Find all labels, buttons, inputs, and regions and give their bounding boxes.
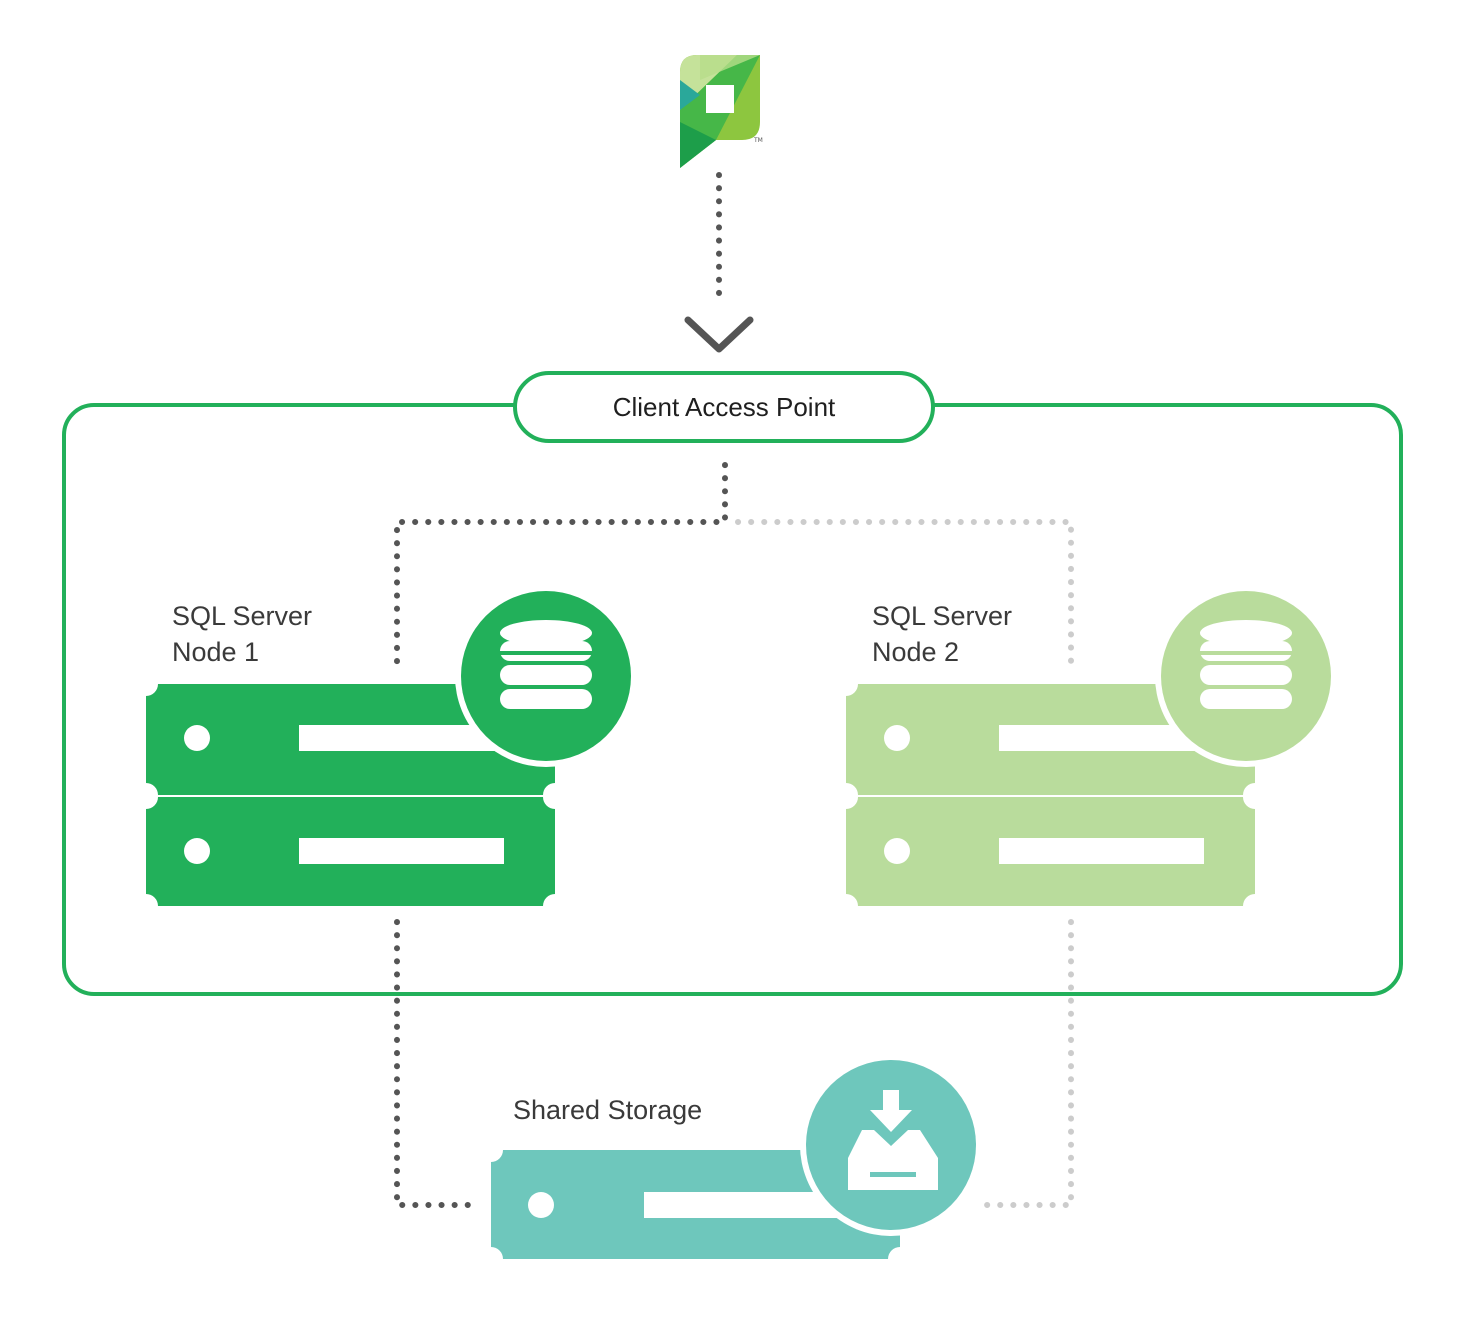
passive-links xyxy=(735,519,1074,1208)
node2-title: SQL Server Node 2 xyxy=(872,598,1012,670)
client-access-point-box xyxy=(513,371,935,443)
active-links xyxy=(394,462,728,1208)
arrow-down-icon xyxy=(684,316,754,353)
node2-title-line1: SQL Server xyxy=(872,601,1013,631)
node2-server-details xyxy=(884,725,1204,864)
node2-title-line2: Node 2 xyxy=(872,637,960,667)
node1-database-icon xyxy=(455,585,637,767)
node2-database-icon xyxy=(1155,585,1337,767)
node1-title: SQL Server Node 1 xyxy=(172,598,312,670)
client-access-point-label: Client Access Point xyxy=(612,391,836,422)
shared-storage-label: Shared Storage xyxy=(513,1095,703,1125)
node1-title-line2: Node 1 xyxy=(172,637,260,667)
svg-text:TM: TM xyxy=(753,137,763,144)
node1-title-line1: SQL Server xyxy=(172,601,313,631)
download-to-drive-icon xyxy=(800,1054,982,1236)
brand-logo-icon: TM xyxy=(680,55,763,168)
node1-server-details xyxy=(184,725,504,864)
